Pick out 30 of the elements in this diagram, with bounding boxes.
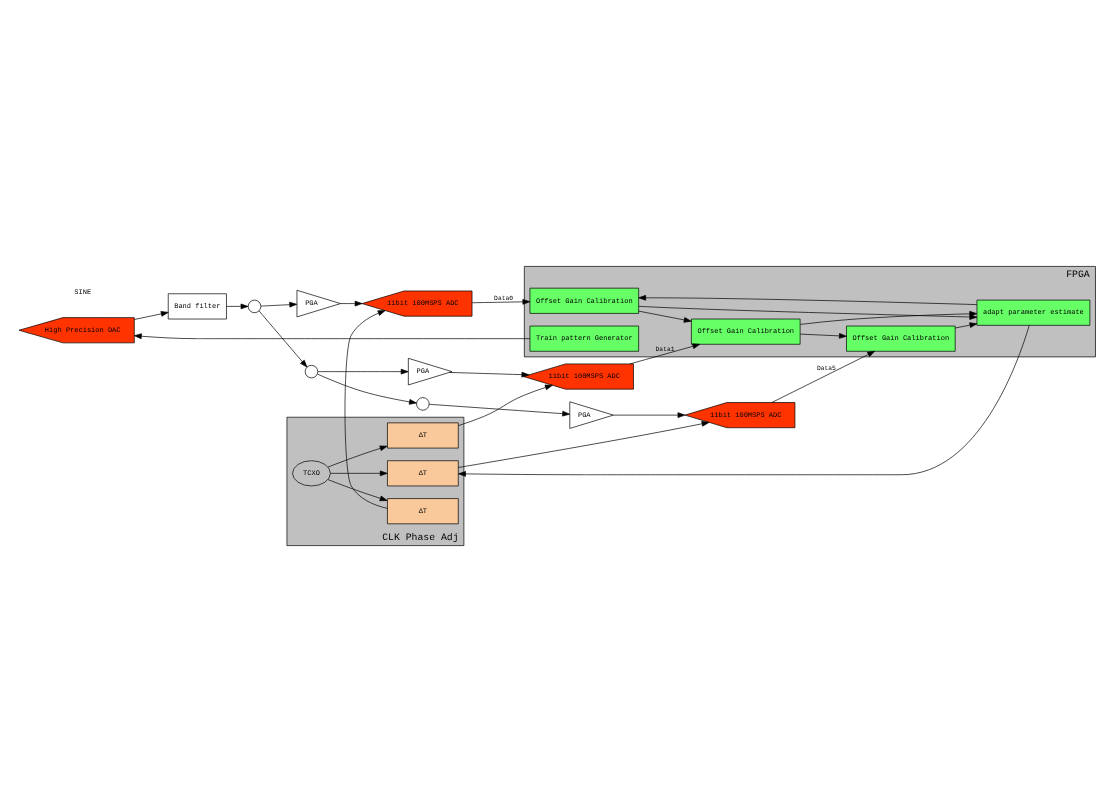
arrow	[134, 333, 531, 339]
node-circle	[416, 397, 430, 411]
arrow	[771, 350, 876, 403]
arrow	[134, 311, 169, 320]
arrow	[612, 412, 686, 418]
arrow	[226, 303, 249, 310]
arrow	[317, 368, 409, 375]
arrow	[638, 295, 978, 305]
arrow	[638, 310, 692, 323]
arrow	[428, 403, 570, 417]
arrow	[800, 311, 978, 325]
arrow	[330, 470, 388, 477]
arrow	[471, 299, 531, 305]
node-circle	[304, 364, 319, 379]
arrow	[317, 373, 417, 405]
arrow	[327, 479, 388, 502]
arrow	[458, 325, 1030, 477]
arrow	[344, 310, 388, 509]
node-circle	[247, 299, 262, 314]
arrow	[458, 384, 553, 426]
arrow	[260, 301, 298, 308]
arrow	[638, 305, 978, 320]
arrow	[327, 445, 388, 468]
arrow	[799, 333, 847, 339]
arrow	[449, 371, 530, 378]
arrow	[258, 310, 308, 368]
arrow	[629, 343, 701, 365]
arrow	[340, 300, 363, 307]
arrow	[954, 322, 978, 329]
arrow	[457, 421, 710, 468]
